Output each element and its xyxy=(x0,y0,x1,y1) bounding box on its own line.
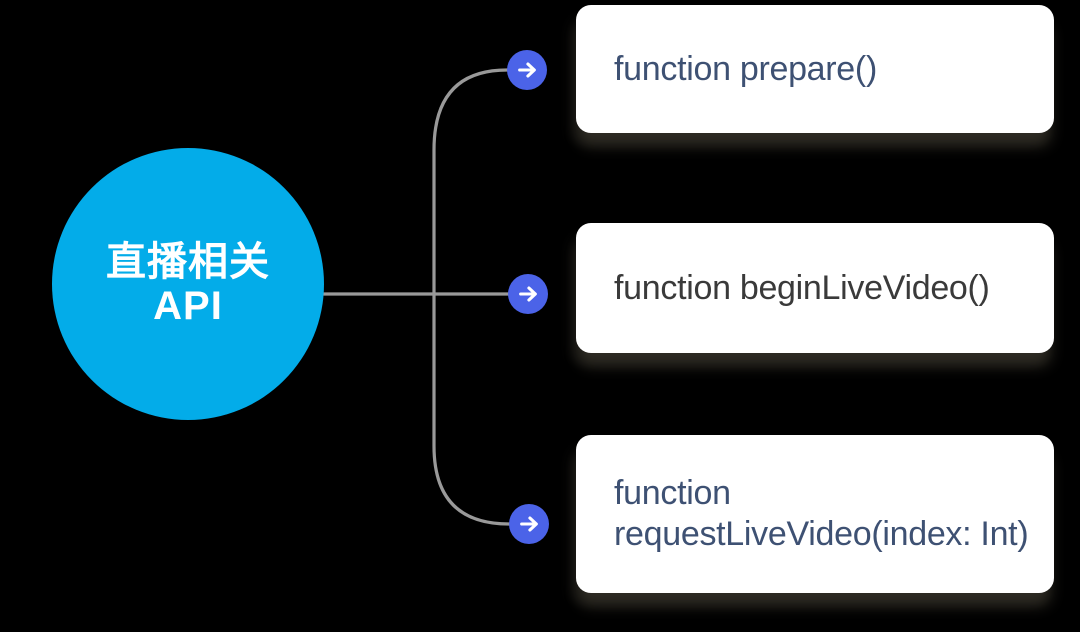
branch-node-3 xyxy=(509,504,549,544)
connector-bottom-branch xyxy=(432,292,511,526)
connector-top-branch xyxy=(432,68,509,296)
root-node-live-api: 直播相关 API xyxy=(52,148,324,420)
branch-node-2 xyxy=(508,274,548,314)
root-node-label-line1: 直播相关 xyxy=(106,240,270,284)
function-box-label: function requestLiveVideo(index: Int) xyxy=(614,474,1029,553)
right-arrow-icon xyxy=(519,286,537,302)
root-node-label-line2: API xyxy=(153,284,223,328)
function-box-request-live-video: function requestLiveVideo(index: Int) xyxy=(576,435,1054,593)
function-box-label: function prepare() xyxy=(614,49,877,88)
right-arrow-icon xyxy=(520,516,538,532)
function-box-begin-live-video: function beginLiveVideo() xyxy=(576,223,1054,353)
branch-node-1 xyxy=(507,50,547,90)
function-box-prepare: function prepare() xyxy=(576,5,1054,133)
right-arrow-icon xyxy=(518,62,536,78)
function-box-label: function beginLiveVideo() xyxy=(614,268,990,307)
